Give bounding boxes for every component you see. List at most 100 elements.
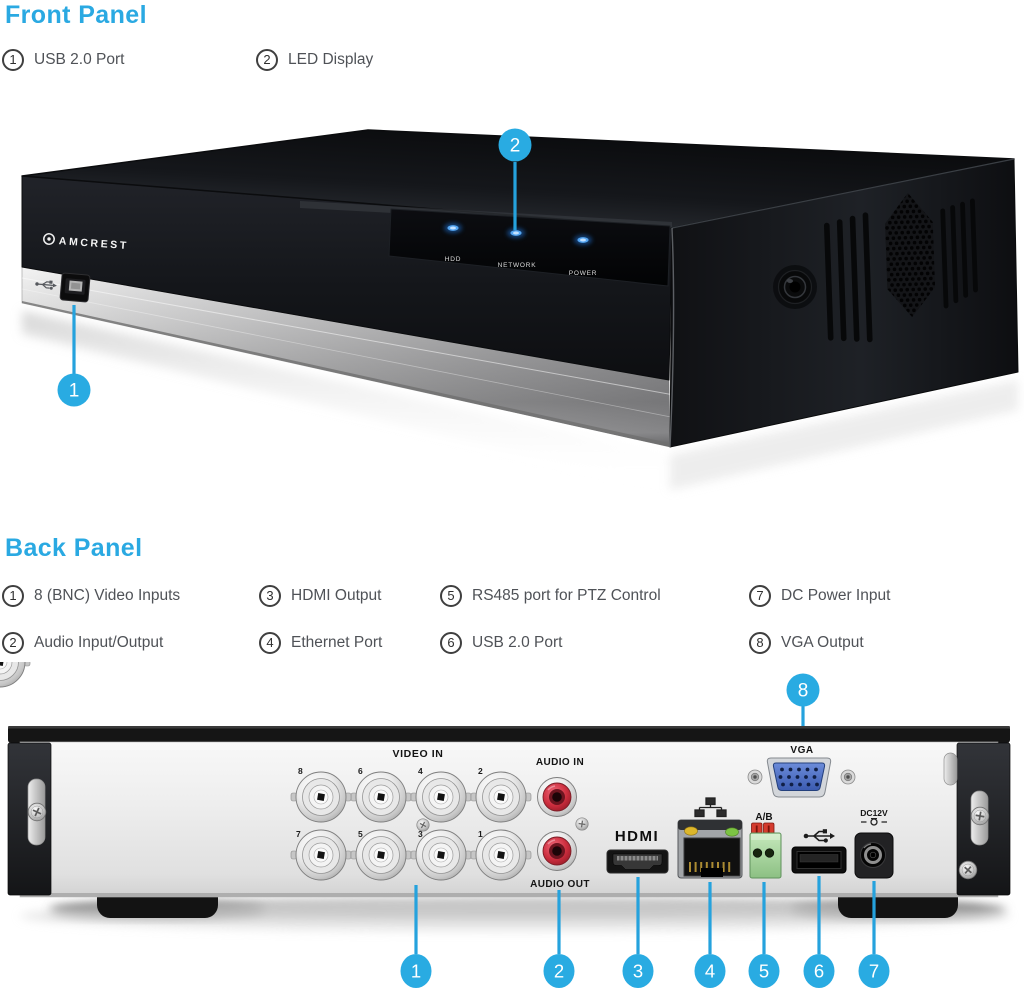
back-panel-title: Back Panel — [5, 534, 143, 562]
callout-marker-3: 3 — [622, 877, 654, 988]
legend-label: RS485 port for PTZ Control — [472, 586, 661, 604]
led-network — [507, 228, 525, 238]
amcrest-logo: AMCREST — [43, 233, 129, 252]
side-lens-knob — [773, 265, 817, 309]
rear-panel-bottom-edge — [20, 893, 998, 897]
top-side-edge-highlight — [671, 158, 1015, 229]
legend-label: USB 2.0 Port — [472, 633, 563, 651]
front-device-illustration: AMCREST HDD NETWORK POWER — [21, 128, 1019, 490]
bnc-number: 7 — [296, 829, 301, 839]
usb-icon — [803, 829, 835, 843]
legend-number-badge: 2 — [256, 48, 278, 71]
bnc-number: 8 — [298, 766, 303, 776]
side-vent-slots-left — [823, 212, 873, 343]
usb-port-rear — [791, 846, 847, 874]
legend-label: DC Power Input — [781, 586, 891, 604]
legend-number-badge: 5 — [440, 584, 462, 607]
bnc-number: 3 — [418, 829, 423, 839]
screw — [416, 818, 430, 832]
audio-in-label: AUDIO IN — [536, 757, 584, 768]
led-power — [574, 235, 592, 245]
rca-audio-out — [537, 831, 577, 871]
legend-number-badge: 4 — [259, 631, 281, 654]
screw — [970, 806, 990, 826]
screw — [575, 817, 589, 831]
vga-pin-holes — [778, 767, 819, 787]
front-panel-title: Front Panel — [5, 1, 147, 29]
callout-marker-2: 2 — [498, 128, 532, 230]
legend-label: Ethernet Port — [291, 633, 383, 651]
silver-strip-shading — [22, 267, 670, 447]
back-device-illustration: 8 — [0, 662, 1011, 988]
legend-number-badge: 8 — [749, 631, 771, 654]
bnc-number: 4 — [418, 766, 423, 776]
mounting-ear-left — [7, 742, 52, 896]
callout-marker-1: 1 — [400, 885, 432, 988]
mounting-ear-right — [943, 742, 1011, 896]
side-vent-slots-right — [940, 198, 978, 309]
usb-icon — [35, 280, 57, 290]
led-label-hdd: HDD — [445, 256, 461, 263]
front-corner-highlight — [669, 227, 675, 448]
back-legend-item-8: 8 VGA Output — [749, 631, 864, 654]
front-usb-port — [59, 272, 91, 303]
hdmi-logo: HDMI — [615, 828, 659, 845]
bnc-number: 5 — [358, 829, 363, 839]
brushed-metal-streak — [21, 288, 677, 419]
callout-number: 8 — [798, 681, 809, 702]
front-legend-item-2: 2 LED Display — [256, 48, 373, 71]
callout-marker-7: 7 — [858, 881, 890, 988]
rs485-ab-label: A/B — [755, 812, 772, 823]
callout-number: 6 — [814, 961, 824, 982]
ethernet-icon — [694, 797, 727, 818]
callout-number: 3 — [633, 961, 643, 982]
brand-name: AMCREST — [58, 235, 129, 252]
legend-number-badge: 6 — [440, 631, 462, 654]
legend-number-badge: 1 — [2, 584, 24, 607]
legend-number-badge: 1 — [2, 48, 24, 71]
audio-out-label: AUDIO OUT — [530, 879, 590, 890]
legend-label: VGA Output — [781, 633, 864, 651]
callout-marker-5: 5 — [748, 882, 780, 988]
floor-reflection — [22, 311, 1018, 490]
rs485-terminal — [749, 822, 782, 879]
rear-top-edge-highlight — [8, 726, 1010, 729]
vent-slot — [943, 752, 958, 786]
callout-number: 1 — [69, 381, 80, 402]
video-in-label: VIDEO IN — [393, 748, 444, 760]
legend-number-badge: 7 — [749, 584, 771, 607]
vga-screw-post — [747, 769, 763, 785]
vga-screw-post — [840, 769, 856, 785]
callout-number: 4 — [705, 961, 715, 982]
bnc-number: 2 — [478, 766, 483, 776]
callout-marker-2: 2 — [543, 890, 575, 988]
callout-marker-6: 6 — [803, 876, 835, 988]
callout-number: 5 — [759, 961, 769, 982]
front-legend-item-1: 1 USB 2.0 Port — [2, 48, 124, 71]
callout-number: 2 — [510, 136, 521, 157]
legend-label: Audio Input/Output — [34, 633, 164, 651]
ethernet-port — [677, 819, 743, 879]
callout-number: 7 — [869, 961, 879, 982]
legend-label: HDMI Output — [291, 586, 382, 604]
screw — [27, 802, 47, 822]
led-label-network: NETWORK — [498, 262, 537, 269]
vga-label: VGA — [790, 745, 813, 756]
callout-marker-4: 4 — [694, 882, 726, 988]
back-legend-item-3: 3 HDMI Output — [259, 584, 381, 607]
legend-label: USB 2.0 Port — [34, 50, 125, 68]
dc-power-icon — [861, 818, 887, 826]
legend-number-badge: 3 — [259, 584, 281, 607]
bnc-number: 6 — [358, 766, 363, 776]
back-legend-item-7: 7 DC Power Input — [749, 584, 890, 607]
silver-strip-bottom-edge — [22, 301, 670, 447]
callout-marker-1: 1 — [57, 305, 91, 407]
rca-audio-in — [537, 777, 577, 817]
legend-label: 8 (BNC) Video Inputs — [34, 586, 181, 604]
vga-port — [747, 757, 856, 798]
back-legend-item-2: 2 Audio Input/Output — [2, 631, 163, 654]
legend-label: LED Display — [288, 50, 374, 68]
callout-number: 2 — [554, 961, 564, 982]
amcrest-logo-icon — [43, 233, 55, 245]
